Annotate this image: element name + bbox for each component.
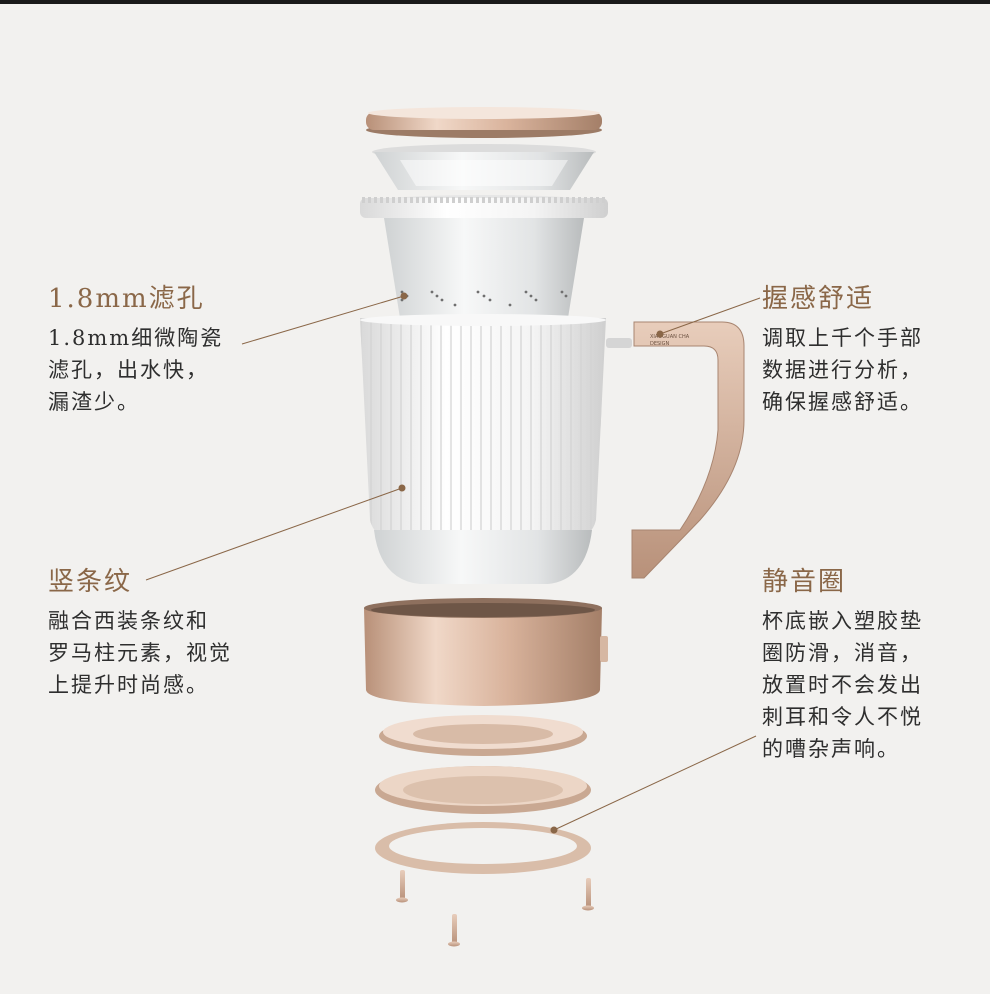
base-plate-1 bbox=[379, 715, 587, 756]
callout-filter-title: 1.8mm滤孔 bbox=[48, 284, 205, 314]
callout-stripe-title: 竖条纹 bbox=[48, 567, 133, 597]
silent-ring bbox=[375, 822, 591, 874]
callout-vertical-stripes: 竖条纹 融合西装条纹和 罗马柱元素，视觉 上提升时尚感。 bbox=[48, 565, 232, 701]
callout-filter-body: 1.8mm细微陶瓷 滤孔，出水快， 漏渣少。 bbox=[48, 326, 224, 414]
mug-handle: XIAOGUAN CHA DESIGN bbox=[631, 321, 745, 579]
leader-lines bbox=[145, 292, 761, 834]
handle-engraving-line1: XIAOGUAN CHA bbox=[650, 334, 690, 340]
callout-grip-body: 调取上千个手部 数据进行分析， 确保握感舒适。 bbox=[762, 326, 923, 414]
top-border bbox=[0, 0, 990, 4]
callout-stripe-body: 融合西装条纹和 罗马柱元素，视觉 上提升时尚感。 bbox=[48, 609, 232, 697]
striped-mug-body bbox=[360, 314, 632, 584]
callout-silent-body: 杯底嵌入塑胶垫 圈防滑，消音， 放置时不会发出 刺耳和令人不悦 的嘈杂声响。 bbox=[762, 609, 923, 761]
handle-engraving-line2: DESIGN bbox=[650, 341, 670, 347]
callout-filter-holes: 1.8mm滤孔 1.8mm细微陶瓷 滤孔，出水快， 漏渣少。 bbox=[48, 282, 223, 418]
inner-cup bbox=[372, 144, 596, 190]
callout-grip-title: 握感舒适 bbox=[762, 284, 875, 314]
callout-silent-ring: 静音圈 杯底嵌入塑胶垫 圈防滑，消音， 放置时不会发出 刺耳和令人不悦 的嘈杂声… bbox=[762, 565, 923, 765]
filter-holes bbox=[400, 290, 568, 307]
base-plate-2 bbox=[375, 766, 591, 814]
callout-silent-title: 静音圈 bbox=[762, 567, 847, 597]
lid bbox=[366, 107, 602, 138]
filter-basket bbox=[360, 195, 608, 318]
base-ring bbox=[364, 598, 608, 706]
callout-comfortable-grip: 握感舒适 调取上千个手部 数据进行分析， 确保握感舒适。 bbox=[762, 282, 923, 418]
screws bbox=[396, 870, 594, 947]
